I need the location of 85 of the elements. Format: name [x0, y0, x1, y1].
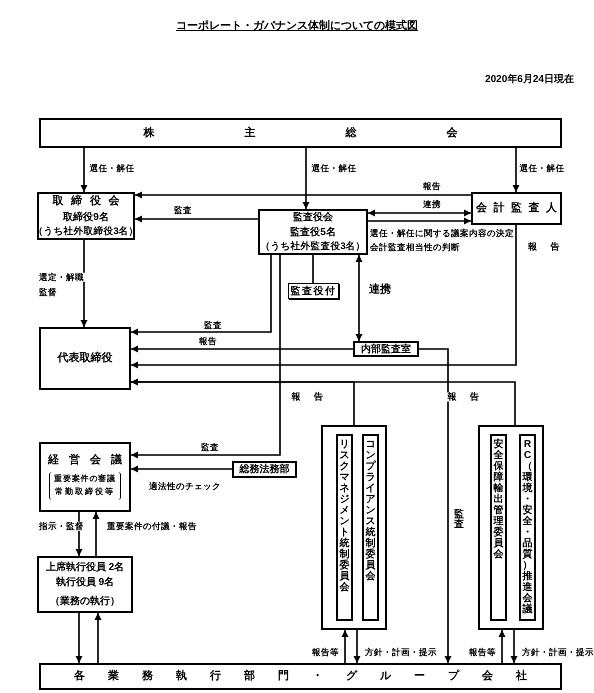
node-title: リスクマネジメント統制委員会 — [340, 439, 350, 593]
edge-label: 選任・解任に関する議案内容の決定 — [369, 228, 515, 238]
committee-box — [362, 434, 379, 621]
node-title: 安全保障輸出管理委員会 — [494, 439, 504, 560]
node-text: 執行役員 9名 — [56, 576, 114, 590]
node-text: （うち社外監査役3名） — [260, 240, 366, 254]
connector-arrow — [354, 630, 360, 663]
connector-arrow — [135, 216, 258, 222]
edge-label: 適法性のチェック — [148, 482, 222, 490]
division-box — [39, 663, 562, 690]
committee-group-box — [478, 425, 544, 630]
node-text: （うち社外取締役3名） — [33, 224, 139, 239]
connector-arrow — [131, 255, 272, 336]
node-title: RC（環境・安全・品質）推進会議 — [522, 439, 532, 615]
node-title: 上席執行役員 2名 — [46, 560, 124, 575]
edge-label: 報告 — [422, 182, 442, 190]
connector-arrow — [342, 630, 348, 663]
connector-arrow — [92, 512, 100, 556]
connector-arrow — [302, 148, 310, 209]
connector-arrow — [131, 378, 516, 425]
note-text: 会計監査相当性の判断 — [369, 242, 461, 252]
node-title: 総務法務部 — [240, 462, 290, 477]
node-title: 内部監査室 — [361, 342, 411, 356]
edge-label: 方針・計画・提示 — [521, 648, 594, 656]
executive-box — [39, 327, 131, 390]
auditor-box — [471, 192, 562, 225]
connector-arrow — [131, 255, 281, 458]
node-text: （業務の執行） — [50, 594, 120, 609]
node-title: 会計監査人 — [474, 200, 564, 216]
edge-label: 監査 — [453, 510, 463, 530]
node-title: 監査役会 — [293, 210, 333, 225]
board-box — [258, 209, 368, 255]
connector-arrow — [368, 218, 471, 224]
node-title: 経営会議 — [46, 454, 132, 468]
edge-label: 監査 — [203, 320, 223, 330]
meeting-box — [39, 118, 562, 148]
officer-box — [37, 556, 133, 613]
connector-arrow — [76, 613, 82, 663]
connector-arrow — [419, 348, 452, 663]
department-box — [232, 461, 297, 478]
committee-box — [336, 434, 353, 621]
connector-arrow — [131, 466, 232, 472]
board-box — [37, 192, 135, 240]
edge-label: 選任・解任 — [310, 164, 358, 172]
connector-arrow — [135, 192, 471, 198]
connector-arrow — [356, 255, 362, 341]
date-note: 2020年6月24日現在 — [484, 75, 575, 85]
edge-label: 重要案件の付議・報告 — [106, 522, 198, 530]
node-title: コンプライアンス統制委員会 — [366, 439, 376, 582]
node-text: 常勤取締役等 — [54, 486, 115, 498]
node-title: 各業務執行部門・グループ会社 — [73, 668, 550, 684]
node-title: 代表取締役 — [58, 350, 112, 366]
committee-box — [490, 434, 507, 621]
connector-arrow — [80, 240, 88, 327]
node-text: 重要案件の審議 — [54, 473, 116, 486]
edge-label: 報告等 — [311, 648, 340, 656]
department-box — [353, 341, 419, 357]
diagram-title: コーポレート・ガバナンス体制についての模式図 — [176, 18, 418, 34]
edge-label: 監査 — [200, 442, 220, 452]
node-title: 株主総会 — [142, 126, 548, 141]
edge-label: 方針・計画・提示 — [364, 648, 438, 656]
edge-label: 連携 — [368, 284, 392, 296]
connector-arrow — [131, 346, 353, 352]
committee-group-box — [321, 425, 387, 630]
edge-label: 監査 — [173, 206, 193, 214]
edge-label: 連携 — [422, 200, 442, 208]
edge-label: 選任・解任 — [518, 164, 566, 172]
connector-arrow — [510, 630, 518, 663]
connector-arrow — [368, 210, 471, 216]
edge-label: 指示・監督 — [38, 522, 85, 530]
node-text: 監査役5名 — [290, 226, 336, 240]
connector-arrow — [498, 630, 506, 663]
council-box — [39, 442, 131, 512]
node-text: 取締役9名 — [63, 210, 109, 225]
node-title: 取締役会 — [51, 194, 128, 210]
edge-label: 報告 — [198, 336, 218, 346]
connector-arrow — [94, 613, 102, 663]
connector-arrow — [80, 148, 88, 192]
connector-arrow — [512, 148, 520, 192]
edge-label: 報告等 — [468, 648, 497, 656]
note-text: 監督 — [38, 288, 58, 296]
edge-label: 選任・解任 — [88, 164, 136, 172]
edge-label: 選定・解職 — [38, 272, 85, 282]
node-title: 監査役付 — [290, 284, 336, 298]
committee-box — [519, 434, 536, 621]
